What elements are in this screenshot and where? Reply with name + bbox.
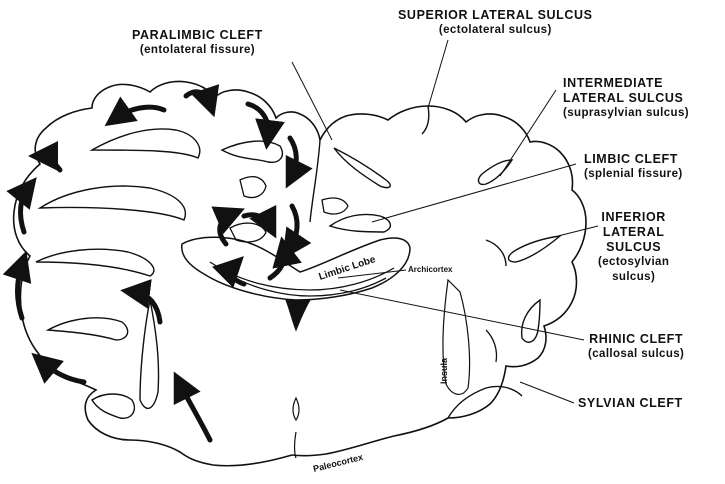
inferior-line2: LATERAL <box>598 225 669 240</box>
inferior-line1: INFERIOR <box>598 210 669 225</box>
left-gyrus-fold <box>92 394 134 418</box>
cortex-arrow <box>21 188 28 232</box>
left-gyrus-fold <box>36 249 154 276</box>
limbic-sub: (splenial fissure) <box>584 167 683 182</box>
cortex-arrow <box>248 104 268 136</box>
sylvian-fissure <box>448 386 522 418</box>
inferior-sub2: sulcus) <box>598 270 669 285</box>
archicortex-label: Archicortex <box>408 265 452 274</box>
right-gyrus-fold <box>334 148 390 188</box>
leader-superior <box>428 40 448 108</box>
left-gyrus-fold <box>240 177 266 198</box>
intermediate-sub: (suprasylvian sulcus) <box>563 106 689 121</box>
inferior-lateral-sulcus-label: INFERIOR LATERAL SULCUS (ectosylvian sul… <box>598 210 669 285</box>
intermediate-line2: LATERAL SULCUS <box>563 91 689 106</box>
limbic-lobe-outline <box>182 237 410 300</box>
midline-lower <box>295 432 297 458</box>
limbic-lobe-label: Limbic Lobe <box>318 254 378 283</box>
right-gyrus-fold <box>330 214 390 232</box>
right-gyrus-fold <box>479 160 512 184</box>
leader-sylvian <box>520 382 574 403</box>
right-gyrus-fold <box>486 330 497 362</box>
cortex-arrow <box>42 362 84 382</box>
right-gyrus-fold <box>522 300 540 342</box>
paralimbic-sub: (entolateral fissure) <box>132 43 263 58</box>
right-gyrus-fold <box>486 240 506 266</box>
left-gyrus-fold <box>40 186 185 220</box>
arrows <box>18 92 298 440</box>
leader-paralimbic <box>292 62 332 140</box>
midline-stem <box>293 398 299 420</box>
leader-limbic <box>372 164 576 222</box>
right-gyrus-fold <box>322 198 348 214</box>
right-hemisphere-outline <box>292 106 586 456</box>
intermediate-lateral-sulcus-label: INTERMEDIATE LATERAL SULCUS (suprasylvia… <box>563 76 689 121</box>
midline <box>310 140 320 222</box>
cortex-arrow <box>42 156 60 170</box>
cortex-arrow <box>116 107 164 118</box>
rhinic-title: RHINIC CLEFT <box>588 332 684 347</box>
cortex-arrow <box>186 92 210 104</box>
intermediate-line1: INTERMEDIATE <box>563 76 689 91</box>
cortex-arrow <box>231 266 244 284</box>
inferior-line3: SULCUS <box>598 240 669 255</box>
superior-title: SUPERIOR LATERAL SULCUS <box>398 8 593 23</box>
paralimbic-cleft-label: PARALIMBIC CLEFT (entolateral fissure) <box>132 28 263 58</box>
left-gyrus-fold <box>222 141 282 162</box>
superior-lateral-sulcus-label: SUPERIOR LATERAL SULCUS (ectolateral sul… <box>398 8 593 38</box>
inferior-sub1: (ectosylvian <box>598 255 669 270</box>
rhinic-cleft-label: RHINIC CLEFT (callosal sulcus) <box>588 332 684 362</box>
limbic-title: LIMBIC CLEFT <box>584 152 683 167</box>
insula-label: Insula <box>439 357 449 384</box>
leader-intermediate <box>500 90 556 176</box>
right-gyrus-fold <box>422 106 429 134</box>
left-gyrus-fold <box>48 318 128 340</box>
superior-sub: (ectolateral sulcus) <box>398 23 593 38</box>
cortex-arrow <box>180 384 210 440</box>
right-gyrus-fold <box>509 236 561 262</box>
left-gyrus-fold <box>140 300 159 408</box>
paralimbic-title: PARALIMBIC CLEFT <box>132 28 263 43</box>
limbic-cleft-label: LIMBIC CLEFT (splenial fissure) <box>584 152 683 182</box>
septum <box>286 300 310 330</box>
rhinic-sub: (callosal sulcus) <box>588 347 684 362</box>
cortex-arrow <box>290 138 296 176</box>
left-gyrus-fold <box>92 129 200 158</box>
sylvian-cleft-label: SYLVIAN CLEFT <box>578 396 683 411</box>
sylvian-title: SYLVIAN CLEFT <box>578 396 683 411</box>
leader-inferior <box>558 226 598 236</box>
cortex-arrow <box>290 206 297 248</box>
